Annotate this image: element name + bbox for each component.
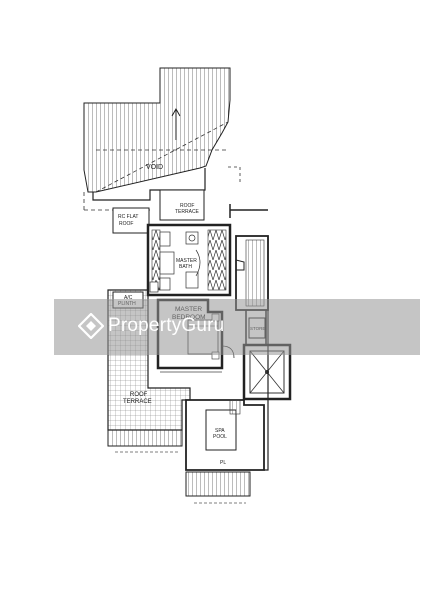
stair	[235, 235, 269, 345]
spa-pool: SPA POOL PL	[185, 399, 265, 504]
svg-text:SPA POOL: SPA POOL	[213, 428, 227, 440]
rc-flat-roof-label-1: RC FLAT	[118, 214, 138, 220]
propertyguru-logo-icon	[78, 313, 104, 339]
svg-text:ROOF TERRACE: ROOF TERRACE	[123, 392, 152, 405]
pl-label: PL	[220, 460, 226, 466]
svg-text:RC FLAT ROOF: RC FLAT ROOF	[118, 214, 140, 227]
master-bath: MASTER BATH	[146, 223, 232, 297]
void-roof	[83, 67, 241, 211]
svg-text:ROOF TERRACE: ROOF TERRACE	[175, 203, 200, 215]
rc-flat-roof-label-2: ROOF	[119, 221, 133, 227]
rc-flat-roof: RC FLAT ROOF	[112, 207, 150, 234]
roof-terrace-small: ROOF TERRACE	[159, 189, 205, 221]
watermark-text: PropertyGuru	[108, 315, 225, 336]
void-label: VOID	[146, 164, 163, 171]
up-arrow-icon	[171, 107, 181, 140]
watermark-band	[54, 299, 420, 355]
svg-text:MASTER BATH: MASTER BATH	[176, 258, 198, 270]
